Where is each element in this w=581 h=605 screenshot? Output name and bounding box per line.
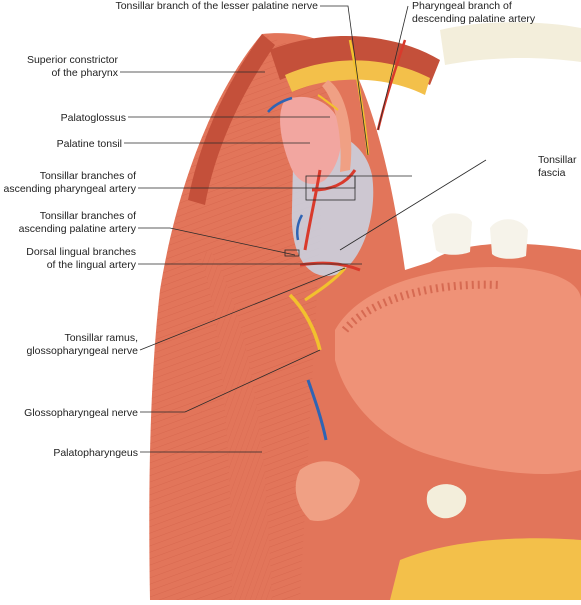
label-pharyngeal-branch-2: descending palatine artery <box>412 13 536 25</box>
label-palatopharyngeus: Palatopharyngeus <box>53 447 138 459</box>
lower-fat-band <box>390 538 581 600</box>
pharyngeal-vein <box>306 379 328 441</box>
palatal-nerve-twig <box>317 94 339 111</box>
label-superior-constrictor-1: Superior constrictor <box>27 54 119 66</box>
upper-vein <box>267 96 293 113</box>
ascending-palatine-artery <box>303 169 322 251</box>
leader-asc-palatine-box <box>284 249 300 257</box>
epiglottis <box>295 461 360 521</box>
label-lesser-palatine-nerve: Tonsillar branch of the lesser palatine … <box>115 0 318 12</box>
leader-asc-pharyngeal-box <box>305 175 356 201</box>
tongue <box>335 267 581 475</box>
label-asc-palatine-2: ascending palatine artery <box>19 223 137 235</box>
leader-tonsillar-ramus <box>139 267 346 351</box>
label-palatoglossus: Palatoglossus <box>61 112 126 124</box>
molar-tooth-2 <box>490 219 528 259</box>
lingual-vein <box>295 214 304 241</box>
label-tonsillar-fascia-1: Tonsillar <box>538 154 577 166</box>
palatopharyngeus-fibers <box>200 250 272 600</box>
label-tonsillar-fascia-2: fascia <box>538 167 566 179</box>
label-superior-constrictor-2: of the pharynx <box>51 67 118 79</box>
hard-palate-bone <box>440 22 581 65</box>
label-tonsillar-ramus-2: glossopharyngeal nerve <box>27 345 139 357</box>
glossopharyngeal-nerve <box>288 293 322 351</box>
molar-tooth-1 <box>432 213 472 255</box>
label-dorsal-lingual-1: Dorsal lingual branches <box>26 246 136 258</box>
hyoid-bone <box>426 484 467 519</box>
leader-lesser-palatine <box>320 5 369 156</box>
palatoglossus-muscle <box>322 80 352 172</box>
label-palatine-tonsil: Palatine tonsil <box>57 138 122 150</box>
label-glossopharyngeal-nerve: Glossopharyngeal nerve <box>24 407 138 419</box>
label-dorsal-lingual-2: of the lingual artery <box>47 259 137 271</box>
label-asc-palatine-1: Tonsillar branches of <box>40 210 136 222</box>
palatine-tonsil <box>280 96 342 185</box>
tonsillar-ramus-nerve <box>304 267 347 302</box>
leader-tonsillar-fascia <box>339 159 487 251</box>
labels: Tonsillar branch of the lesser palatine … <box>3 0 577 459</box>
label-asc-pharyngeal-2: ascending pharyngeal artery <box>3 183 136 195</box>
leader-lines <box>120 5 487 453</box>
leader-glossopharyngeal <box>140 349 321 413</box>
leader-asc-palatine <box>138 227 296 256</box>
label-asc-pharyngeal-1: Tonsillar branches of <box>40 170 136 182</box>
leader-pharyngeal-branch <box>377 5 409 131</box>
label-pharyngeal-branch-1: Pharyngeal branch of <box>412 0 512 12</box>
label-tonsillar-ramus-1: Tonsillar ramus, <box>64 332 138 344</box>
ascending-pharyngeal-artery <box>311 169 357 192</box>
superior-constrictor-muscle <box>188 34 275 205</box>
